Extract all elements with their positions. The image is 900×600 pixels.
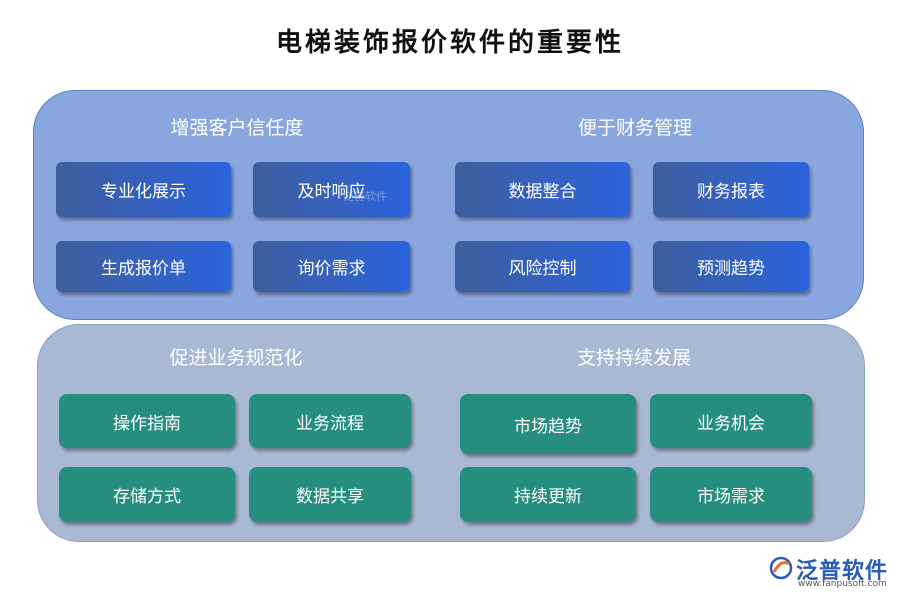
- logo-url: www.fanpusoft.com: [798, 579, 887, 589]
- box-forecast-trend: 预测趋势: [653, 241, 809, 292]
- box-business-opportunity: 业务机会: [650, 394, 812, 448]
- box-storage-method: 存储方式: [59, 467, 235, 522]
- box-operation-guide: 操作指南: [59, 394, 235, 448]
- section-heading-finance: 便于财务管理: [577, 117, 692, 139]
- section-heading-standardization: 促进业务规范化: [169, 347, 303, 369]
- fanpu-logo: 泛普软件 www.fanpusoft.com: [768, 553, 893, 593]
- box-timely-response: 及时响应: [253, 162, 410, 217]
- box-market-demand: 市场需求: [650, 467, 812, 522]
- box-inquiry-demand: 询价需求: [253, 241, 410, 292]
- box-continuous-update: 持续更新: [460, 467, 636, 522]
- box-professional-display: 专业化展示: [56, 162, 231, 217]
- box-data-sharing: 数据共享: [249, 467, 411, 522]
- box-financial-report: 财务报表: [653, 162, 809, 217]
- box-data-integration: 数据整合: [455, 162, 630, 217]
- section-heading-sustainable-development: 支持持续发展: [576, 347, 691, 369]
- box-market-trend: 市场趋势: [460, 394, 636, 454]
- section-heading-customer-trust: 增强客户信任度: [170, 117, 304, 139]
- diagram-title: 电梯装饰报价软件的重要性: [275, 28, 624, 58]
- fanpu-logo-icon: [769, 556, 793, 580]
- box-business-process: 业务流程: [249, 394, 411, 448]
- box-generate-quote: 生成报价单: [56, 241, 231, 292]
- watermark: 泛普软件: [343, 190, 387, 203]
- box-risk-control: 风险控制: [455, 241, 630, 292]
- logo-name: 泛普软件: [796, 559, 889, 584]
